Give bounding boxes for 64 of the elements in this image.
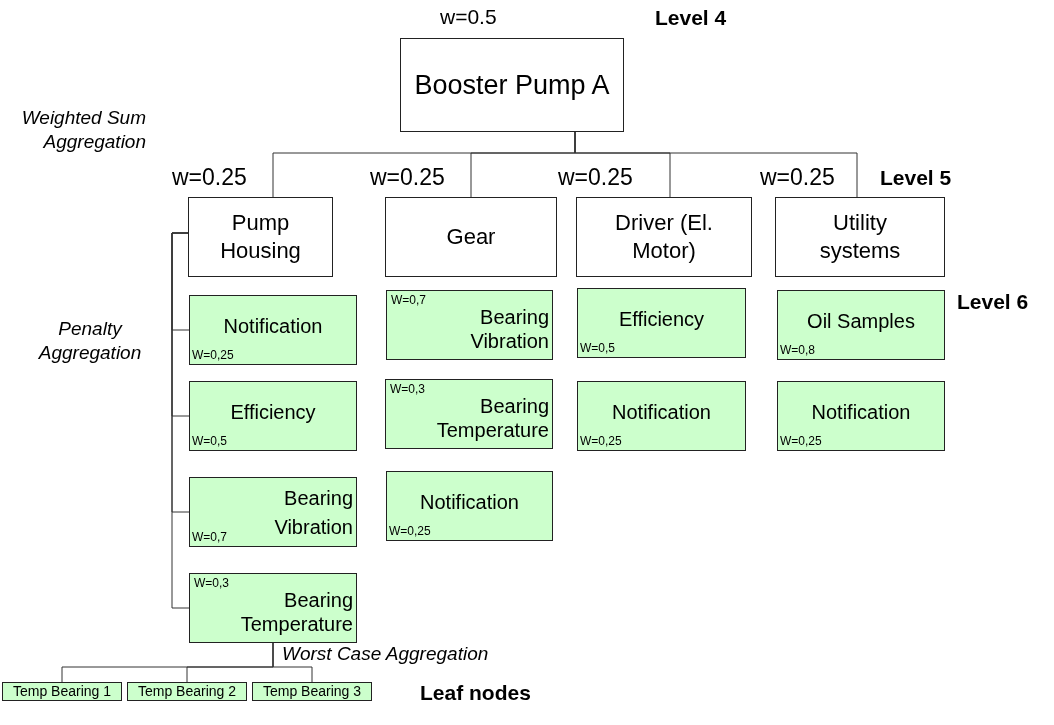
indicator-box bbox=[189, 573, 357, 643]
indicator-box bbox=[127, 682, 247, 701]
node-title: Notification bbox=[611, 400, 712, 424]
node-title: Bearing Vibration bbox=[273, 486, 353, 540]
node-title: Temp Bearing 1 bbox=[12, 683, 112, 700]
indicator-box bbox=[385, 379, 553, 449]
weight-label: w=0.25 bbox=[558, 164, 633, 190]
node-title: Booster Pump A bbox=[414, 69, 610, 102]
node-title: Pump Housing bbox=[219, 209, 302, 265]
weight-label: W=0,3 bbox=[194, 576, 229, 590]
node-title: Gear bbox=[446, 223, 496, 251]
weight-label: W=0,3 bbox=[390, 382, 425, 396]
node-title: Driver (El. Motor) bbox=[614, 209, 714, 265]
indicator-box bbox=[577, 381, 746, 451]
annotation-label: Weighted Sum Aggregation bbox=[20, 106, 146, 154]
weight-label: w=0.5 bbox=[440, 4, 497, 30]
node-title: Bearing Temperature bbox=[239, 588, 353, 636]
weight-label: W=0,7 bbox=[192, 530, 227, 544]
annotation-label: Worst Case Aggregation bbox=[282, 642, 490, 666]
node-title: Efficiency bbox=[617, 307, 706, 331]
node-title: Temp Bearing 3 bbox=[262, 683, 362, 700]
node-title: Notification bbox=[810, 400, 912, 424]
weight-label: W=0,25 bbox=[580, 434, 622, 448]
component-box bbox=[576, 197, 752, 277]
weight-label: W=0,25 bbox=[780, 434, 822, 448]
node-title: Temp Bearing 2 bbox=[137, 683, 237, 700]
node-title: Bearing Temperature bbox=[435, 394, 549, 442]
indicator-box bbox=[252, 682, 372, 701]
indicator-box bbox=[2, 682, 122, 701]
node-title: Notification bbox=[419, 490, 520, 514]
weight-label: W=0,8 bbox=[780, 343, 815, 357]
annotation-label: Level 4 bbox=[655, 5, 728, 31]
weight-label: w=0.25 bbox=[370, 164, 445, 190]
indicator-box bbox=[386, 471, 553, 541]
indicator-box bbox=[777, 290, 945, 360]
node-title: Oil Samples bbox=[806, 309, 916, 333]
component-box bbox=[188, 197, 333, 277]
indicator-box bbox=[577, 288, 746, 358]
annotation-label: Penalty Aggregation bbox=[37, 317, 143, 365]
weight-label: W=0,5 bbox=[192, 434, 227, 448]
connector-line bbox=[171, 232, 190, 609]
connector-line bbox=[272, 642, 313, 683]
weight-label: w=0.25 bbox=[760, 164, 835, 190]
indicator-box bbox=[189, 381, 357, 451]
connector-line bbox=[574, 131, 858, 198]
indicator-box bbox=[777, 381, 945, 451]
node-title: Bearing Vibration bbox=[469, 305, 549, 353]
node-title: Efficiency bbox=[229, 400, 317, 424]
component-box bbox=[775, 197, 945, 277]
indicator-box bbox=[189, 295, 357, 365]
indicator-box bbox=[386, 290, 553, 360]
node-title: Notification bbox=[222, 314, 324, 338]
annotation-label: Level 5 bbox=[880, 165, 953, 191]
indicator-box bbox=[189, 477, 357, 547]
weight-label: w=0.25 bbox=[172, 164, 247, 190]
weight-label: W=0,7 bbox=[391, 293, 426, 307]
weight-label: W=0,25 bbox=[389, 524, 431, 538]
component-box bbox=[385, 197, 557, 277]
weight-label: W=0,5 bbox=[580, 341, 615, 355]
annotation-label: Level 6 bbox=[957, 289, 1030, 315]
node-title: Utility systems bbox=[818, 209, 902, 265]
component-box bbox=[400, 38, 624, 132]
weight-label: W=0,25 bbox=[192, 348, 234, 362]
annotation-label: Leaf nodes bbox=[420, 680, 532, 706]
